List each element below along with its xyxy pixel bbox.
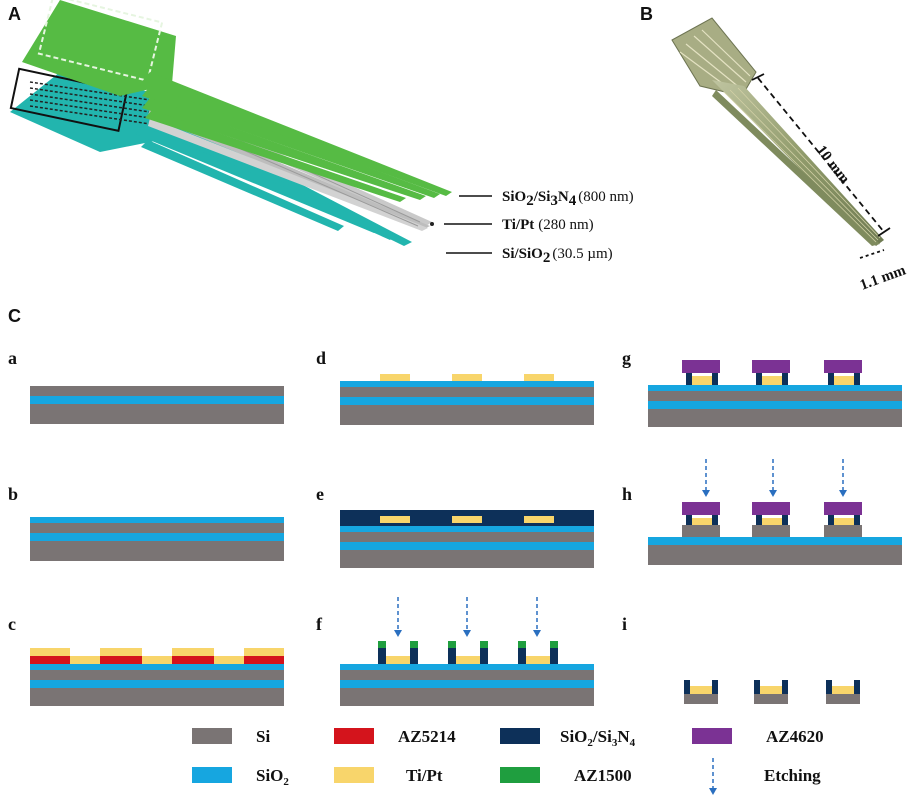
step-i-stack xyxy=(684,680,860,704)
step-label-g: g xyxy=(622,348,631,368)
sio2-si3n4-layer xyxy=(22,0,452,202)
legend-etching-arrow xyxy=(709,758,717,795)
legend-label-az5214: AZ5214 xyxy=(398,727,456,746)
legend-label-sio2: SiO2 xyxy=(256,766,289,788)
step-a-stack xyxy=(30,386,284,424)
step-label-d: d xyxy=(316,348,326,368)
legend-label-etching: Etching xyxy=(764,766,821,785)
callout-sio2-si3n4: SiO2/Si3N4(800 nm) xyxy=(502,189,634,209)
legend-swatch-ti-pt xyxy=(334,767,374,783)
legend-label-ti-pt: Ti/Pt xyxy=(406,766,443,785)
legend-swatch-az5214 xyxy=(334,728,374,744)
step-label-a: a xyxy=(8,348,17,368)
legend-label-sio2-si3n4: SiO2/Si3N4 xyxy=(560,727,636,749)
step-label-b: b xyxy=(8,484,18,504)
step-e-stack xyxy=(340,510,594,568)
step-g-stack xyxy=(648,360,902,427)
legend: Si AZ5214 SiO2/Si3N4 AZ4620 SiO2 Ti/Pt A… xyxy=(192,727,824,795)
legend-swatch-si xyxy=(192,728,232,744)
legend-swatch-sio2-si3n4 xyxy=(500,728,540,744)
legend-label-az1500: AZ1500 xyxy=(574,766,632,785)
legend-label-az4620: AZ4620 xyxy=(766,727,824,746)
step-d-stack xyxy=(340,374,594,425)
step-label-i: i xyxy=(622,614,627,634)
step-label-h: h xyxy=(622,484,632,504)
probe-photo xyxy=(671,17,891,259)
panel-label-b: B xyxy=(640,4,653,24)
panel-label-c: C xyxy=(8,306,21,326)
step-b-stack xyxy=(30,517,284,561)
dim-width-label: 1.1 mm xyxy=(858,262,909,293)
legend-label-si: Si xyxy=(256,727,270,746)
callout-si-sio2: Si/SiO2(30.5 µm) xyxy=(502,246,613,266)
panel-label-a: A xyxy=(8,4,21,24)
step-f-stack xyxy=(340,597,594,706)
legend-swatch-az1500 xyxy=(500,767,540,783)
step-c-stack xyxy=(30,648,284,706)
step-label-f: f xyxy=(316,614,323,634)
etch-arrows-f xyxy=(394,597,541,637)
step-label-e: e xyxy=(316,484,324,504)
legend-swatch-az4620 xyxy=(692,728,732,744)
callout-ti-pt: Ti/Pt(280 nm) xyxy=(502,217,594,233)
step-h-stack xyxy=(648,459,902,565)
exploded-probe-diagram xyxy=(9,0,492,254)
legend-swatch-sio2 xyxy=(192,767,232,783)
etch-arrows-h xyxy=(702,459,847,497)
step-label-c: c xyxy=(8,614,16,634)
